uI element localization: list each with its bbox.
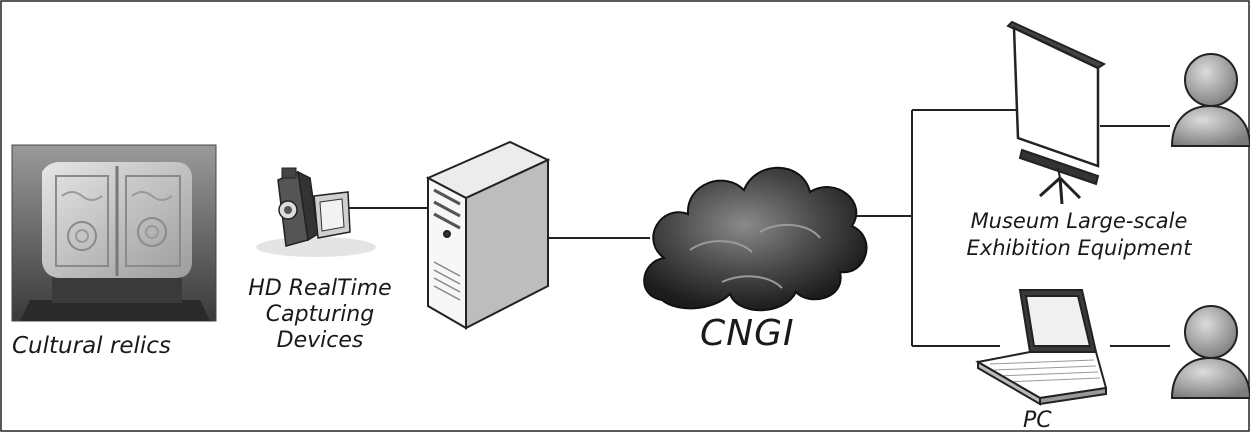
label-museum-line1: Museum Large-scale — [970, 209, 1188, 233]
relic-photo — [11, 144, 217, 322]
user-icon-top — [1170, 53, 1250, 147]
projector-screen-icon — [1006, 20, 1107, 205]
label-pc: PC — [1023, 408, 1052, 433]
label-hd-line3: Devices — [276, 327, 364, 353]
server-tower-icon — [425, 140, 551, 330]
label-cultural-relics: Cultural relics — [12, 333, 171, 359]
label-hd-capturing-devices: HD RealTime Capturing Devices — [235, 276, 405, 354]
laptop-icon — [975, 289, 1108, 406]
user-icon-bottom — [1170, 305, 1250, 399]
label-hd-line1: HD RealTime — [248, 276, 392, 301]
label-museum-line2: Exhibition Equipment — [966, 236, 1192, 261]
label-hd-line2: Capturing — [265, 301, 375, 327]
cloud-icon — [643, 166, 868, 312]
camcorder-icon — [256, 167, 376, 257]
label-cngi: CNGI — [700, 313, 795, 354]
label-museum-equipment: Museum Large-scale Exhibition Equipment — [948, 208, 1210, 263]
connection-lines — [348, 109, 1170, 347]
